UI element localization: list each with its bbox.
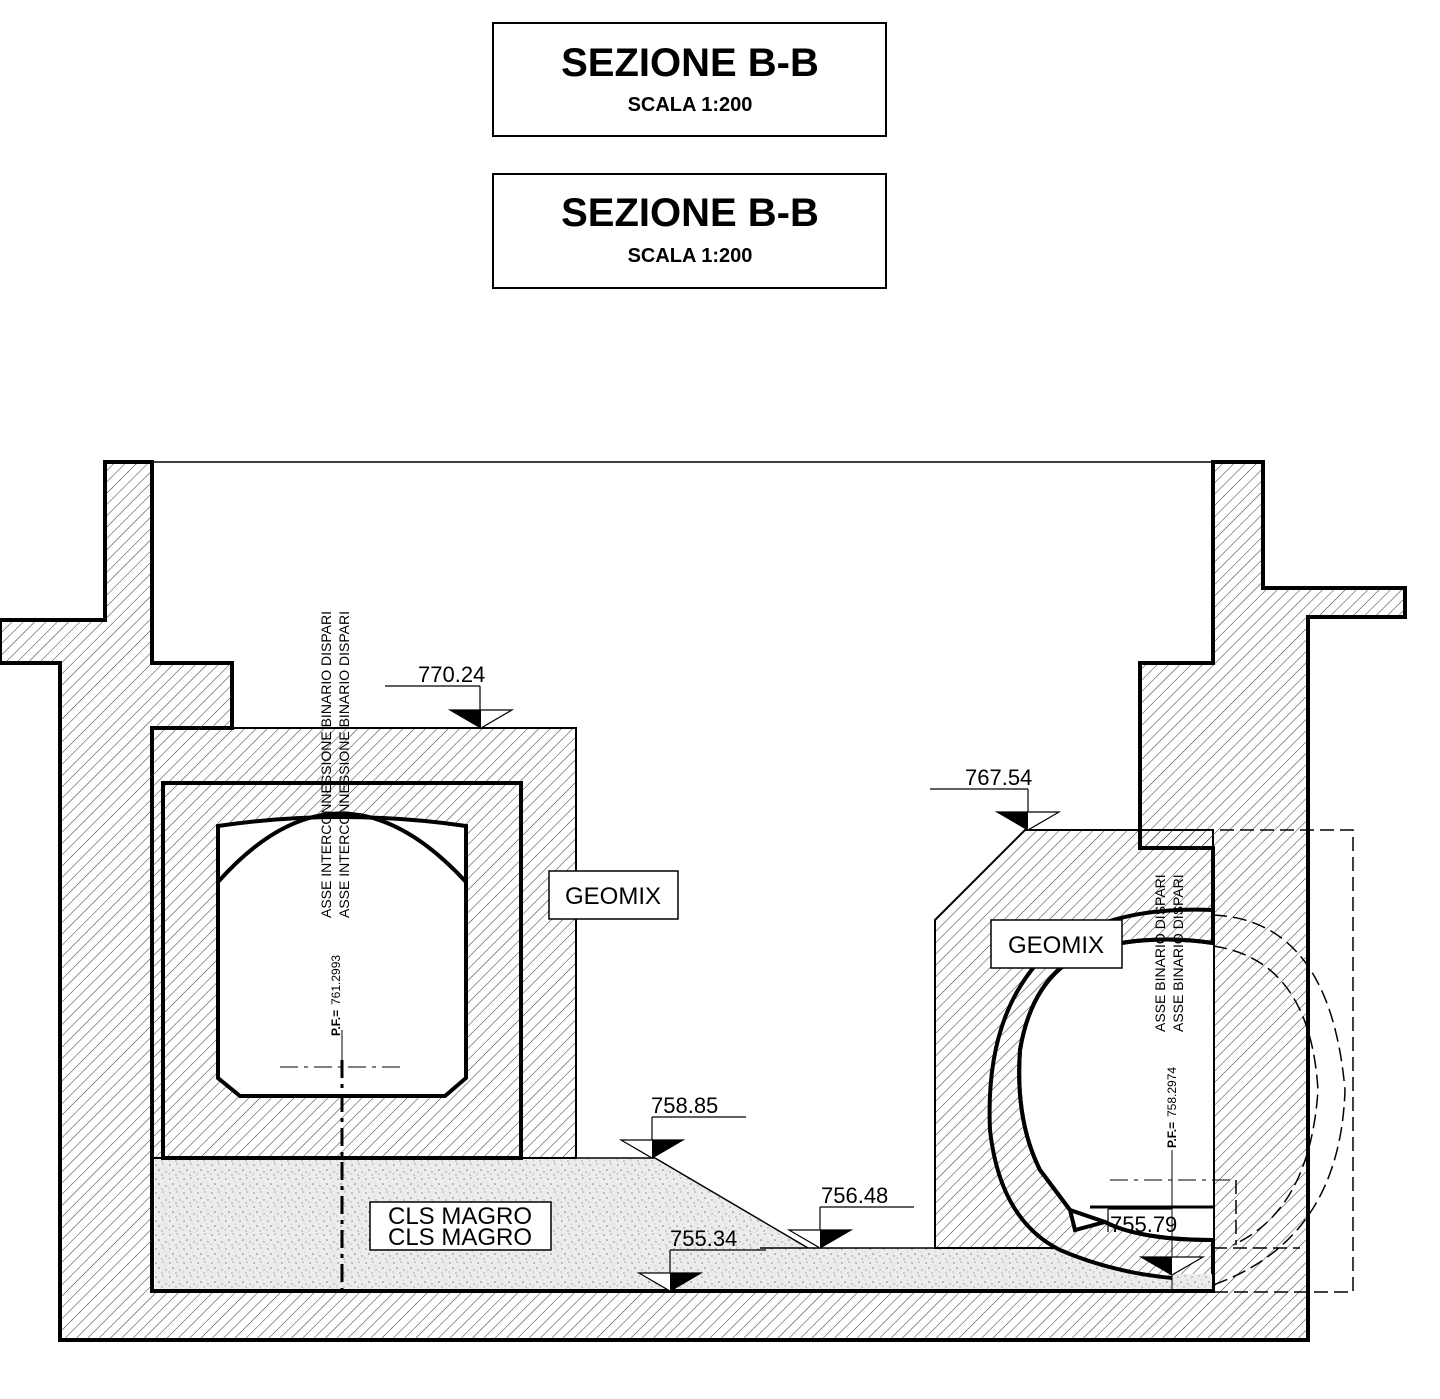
elevation-758-label: 758.85 xyxy=(651,1093,718,1118)
left-tunnel-profile xyxy=(216,815,468,1098)
right-dashed-tunnel-inner xyxy=(1212,945,1319,1246)
left-axis-text-2: ASSE INTERCONNESSIONE BINARIO DISPARI xyxy=(336,611,352,918)
right-axis-text-2: ASSE BINARIO DISPARI xyxy=(1170,874,1186,1032)
elevation-marker-755-34: 755.34 xyxy=(636,1226,766,1292)
geomix-right-box xyxy=(990,919,1123,969)
cls-magro-fill xyxy=(155,1158,1210,1289)
right-pf-value: 758.2974 xyxy=(1165,1067,1179,1117)
title-block-2-title: SEZIONE B-B xyxy=(561,191,819,235)
title-block-2: SEZIONE B-B SCALA 1:200 xyxy=(492,173,887,289)
cls-magro-label-1: CLS MAGRO xyxy=(388,1203,532,1230)
outer-frame xyxy=(0,460,1407,1342)
elevation-755-79-label: 755.79 xyxy=(1110,1212,1177,1237)
right-pf-label: P.F.= xyxy=(1165,1122,1179,1148)
geomix-left-box xyxy=(548,870,679,920)
left-pf-value: 761.2993 xyxy=(329,955,343,1005)
elevation-756-label: 756.48 xyxy=(821,1183,888,1208)
left-box-lining xyxy=(165,785,519,1156)
magro-slope-line xyxy=(654,1157,809,1249)
elevation-marker-755-79: 755.79 xyxy=(1107,1208,1206,1276)
elevation-marker-770: 770.24 xyxy=(385,662,515,729)
left-axis-text-1: ASSE INTERCONNESSIONE BINARIO DISPARI xyxy=(318,611,334,918)
elevation-755-34-label: 755.34 xyxy=(670,1226,737,1251)
cls-magro-box xyxy=(369,1201,552,1251)
elevation-marker-758: 758.85 xyxy=(618,1093,746,1159)
title-block-2-scale: SCALA 1:200 xyxy=(628,245,753,267)
geomix-right-label: GEOMIX xyxy=(1008,932,1104,959)
elevation-767-label: 767.54 xyxy=(965,765,1032,790)
right-invert-fill xyxy=(1172,1274,1212,1289)
elevation-marker-756: 756.48 xyxy=(786,1183,914,1249)
left-pf-label: P.F.= xyxy=(329,1010,343,1036)
title-block-1-scale: SCALA 1:200 xyxy=(628,94,753,116)
right-dashed-tunnel-outer xyxy=(1212,914,1346,1286)
title-block-1: SEZIONE B-B SCALA 1:200 xyxy=(492,22,887,137)
elevation-770-label: 770.24 xyxy=(418,662,485,687)
title-block-1-title: SEZIONE B-B xyxy=(561,41,819,85)
cls-magro-label-2: CLS MAGRO xyxy=(388,1224,532,1251)
right-axis-text-1: ASSE BINARIO DISPARI xyxy=(1152,874,1168,1032)
left-tunnel-vault xyxy=(216,811,468,884)
right-tunnel-inner xyxy=(1017,937,1214,1242)
right-dashed-frame xyxy=(1140,829,1354,1293)
elevation-marker-767: 767.54 xyxy=(930,765,1062,831)
geomix-left-label: GEOMIX xyxy=(565,883,661,910)
